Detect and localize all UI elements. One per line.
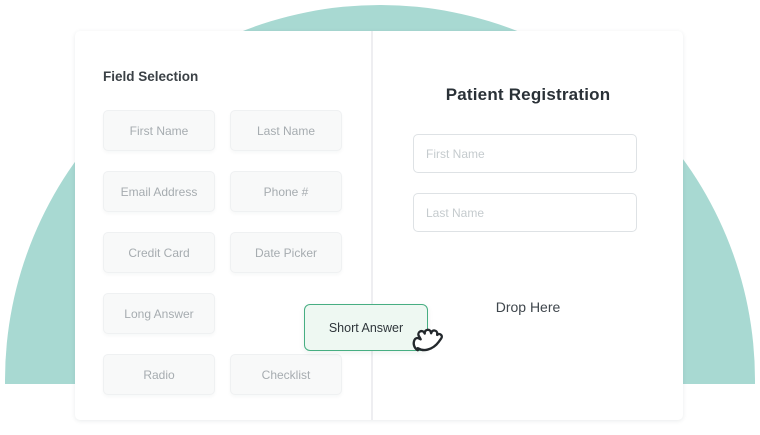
dragged-field-label: Short Answer: [328, 320, 404, 335]
last-name-input[interactable]: [413, 193, 637, 232]
field-button-email-address[interactable]: Email Address: [103, 171, 215, 212]
form-builder-card: Field Selection First Name Last Name Ema…: [75, 31, 683, 420]
grab-cursor-icon: [412, 328, 443, 352]
field-button-date-picker[interactable]: Date Picker: [230, 232, 342, 273]
field-button-phone[interactable]: Phone #: [230, 171, 342, 212]
form-preview-title: Patient Registration: [445, 85, 611, 104]
field-button-checklist[interactable]: Checklist: [230, 354, 342, 395]
panel-divider: [371, 31, 373, 420]
field-selection-title: Field Selection: [103, 69, 199, 84]
field-button-last-name[interactable]: Last Name: [230, 110, 342, 151]
field-button-first-name[interactable]: First Name: [103, 110, 215, 151]
first-name-input[interactable]: [413, 134, 637, 173]
field-button-long-answer[interactable]: Long Answer: [103, 293, 215, 334]
field-selection-grid: First Name Last Name Email Address Phone…: [103, 110, 342, 395]
field-button-credit-card[interactable]: Credit Card: [103, 232, 215, 273]
field-button-radio[interactable]: Radio: [103, 354, 215, 395]
dragged-field-short-answer[interactable]: Short Answer: [304, 304, 443, 352]
drop-zone[interactable]: Drop Here: [495, 299, 561, 315]
